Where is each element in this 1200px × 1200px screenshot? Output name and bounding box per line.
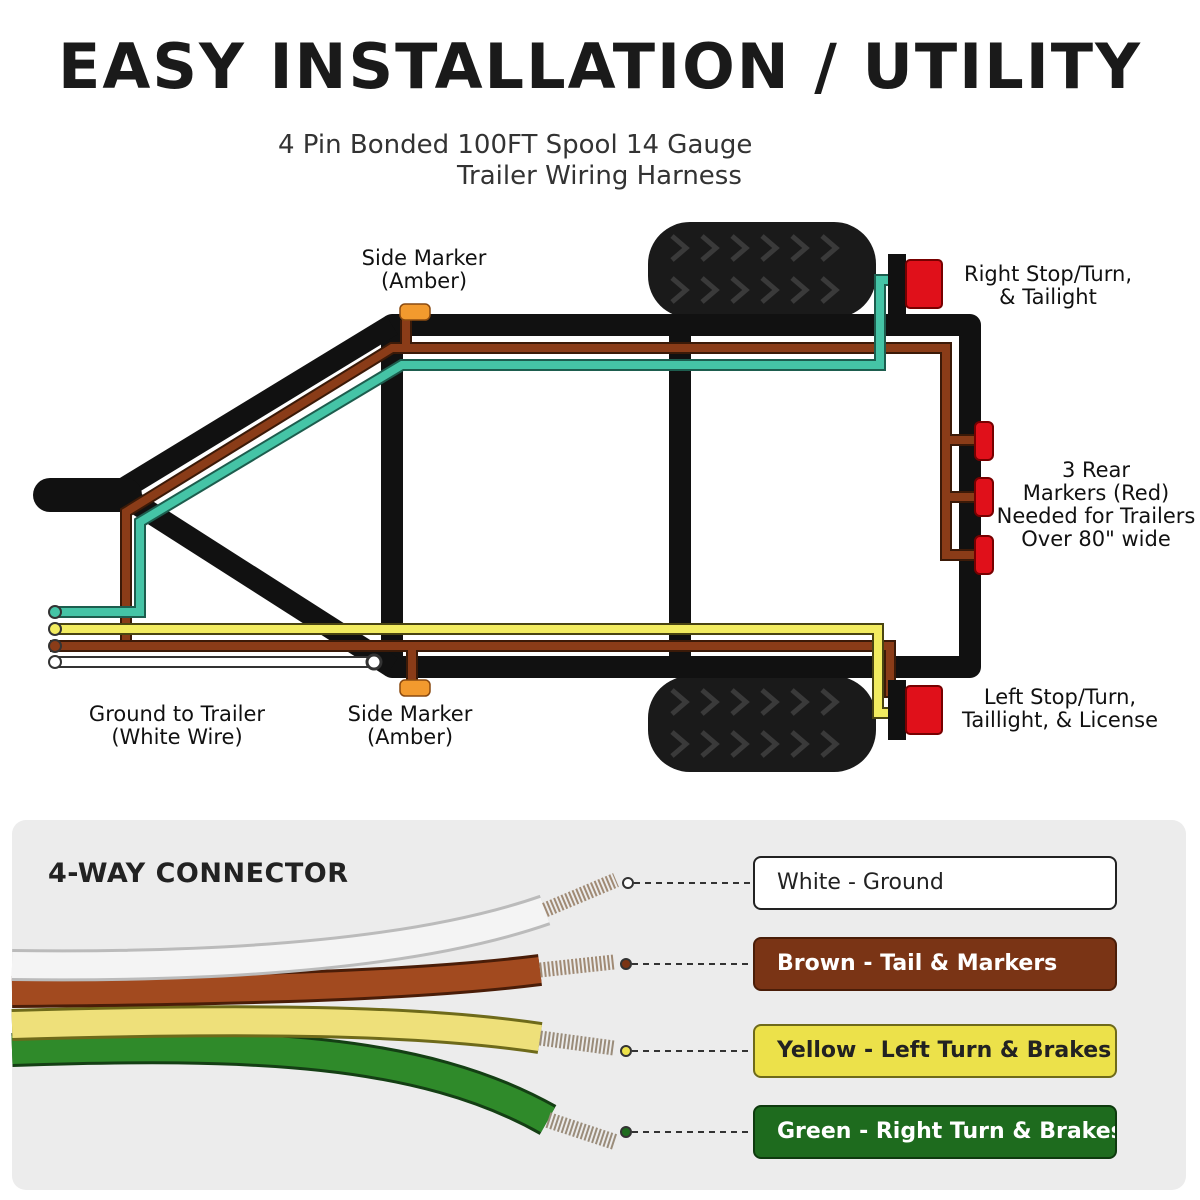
bottom-wheel bbox=[648, 676, 876, 772]
label-side-marker-top: Side Marker(Amber) bbox=[361, 246, 487, 293]
connector-leader-dots bbox=[620, 877, 634, 1138]
left-tail-light bbox=[888, 680, 943, 740]
connector-wire-brown bbox=[11, 954, 615, 1008]
top-wheel bbox=[648, 222, 876, 318]
connector-wire-white bbox=[11, 873, 619, 982]
right-tail-light bbox=[888, 254, 943, 314]
ground-terminal bbox=[365, 653, 383, 671]
green-wire bbox=[54, 274, 905, 618]
label-right-stop: Right Stop/Turn,& Tailight bbox=[964, 262, 1132, 309]
subtitle-line-1: 4 Pin Bonded 100FT Spool 14 Gauge bbox=[278, 130, 753, 160]
wire-label-yellow-left: Yellow - Left Turn & Brakes bbox=[753, 1024, 1117, 1078]
label-side-marker-bottom: Side Marker(Amber) bbox=[347, 702, 473, 749]
label-left-stop: Left Stop/Turn,Taillight, & License bbox=[961, 685, 1158, 732]
wire-label-green-right: Green - Right Turn & Brakes bbox=[753, 1105, 1117, 1159]
side-marker-top-light bbox=[399, 303, 431, 321]
rear-markers bbox=[974, 421, 994, 575]
subtitle-line-2: Trailer Wiring Harness bbox=[457, 161, 742, 191]
wire-end-caps bbox=[48, 605, 62, 669]
brown-wire bbox=[50, 320, 975, 698]
wire-label-white-ground: White - Ground bbox=[753, 856, 1117, 910]
white-wire bbox=[54, 653, 383, 671]
side-marker-bottom-light bbox=[399, 679, 431, 697]
connector-leaders bbox=[632, 882, 753, 1133]
label-ground: Ground to Trailer(White Wire) bbox=[88, 702, 266, 749]
trailer-wiring-diagram bbox=[33, 222, 994, 772]
connector-title: 4-WAY CONNECTOR bbox=[48, 858, 349, 889]
connector-wire-green bbox=[11, 1030, 618, 1150]
connector-wire-yellow bbox=[11, 1005, 616, 1056]
page-title: EASY INSTALLATION / UTILITY bbox=[58, 30, 1142, 103]
wire-label-brown-tail: Brown - Tail & Markers bbox=[753, 937, 1117, 991]
connector-wires bbox=[11, 873, 753, 1150]
